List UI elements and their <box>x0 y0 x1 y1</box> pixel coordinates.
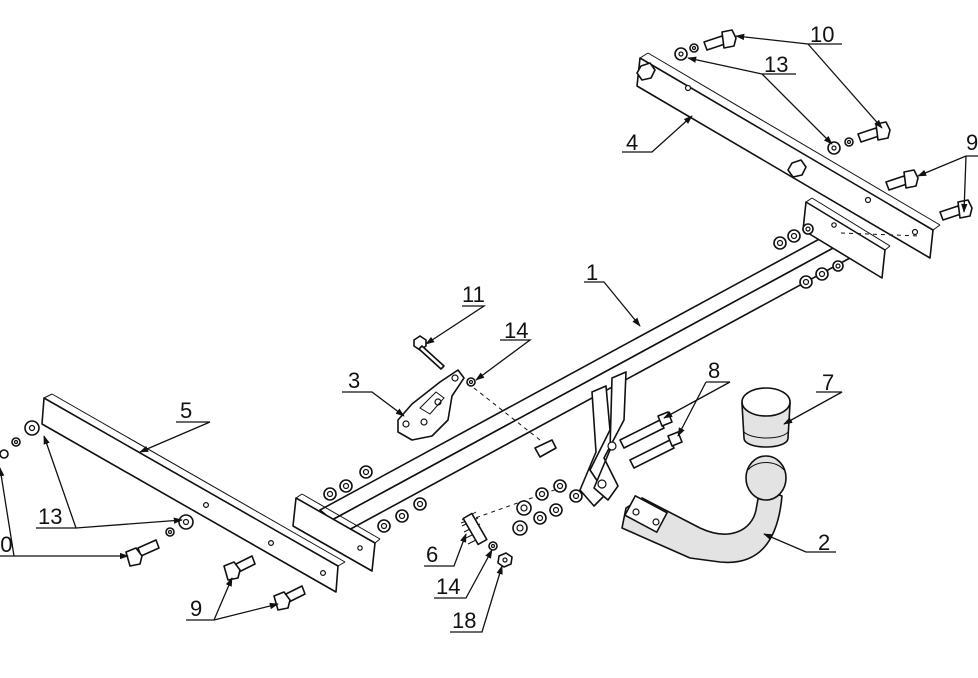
electrical-socket-plate <box>397 369 465 441</box>
socket-plate-washer <box>466 377 476 387</box>
callout-13-right: 13 <box>764 52 788 77</box>
callout-2: 2 <box>818 530 830 555</box>
callout-10-left: 10 <box>0 532 12 557</box>
callout-14-upper: 14 <box>504 318 528 343</box>
callout-1: 1 <box>586 260 598 285</box>
left-mounting-bracket <box>41 393 346 593</box>
callout-14-lower: 14 <box>436 574 460 599</box>
callout-11: 11 <box>462 282 485 307</box>
right-upper-bolt <box>674 29 737 61</box>
callout-7: 7 <box>822 370 834 395</box>
ball-mount-bracket <box>534 371 627 507</box>
ball-mount-bolts <box>619 411 683 469</box>
ball-cover-cap <box>741 387 791 448</box>
callout-5: 5 <box>180 398 192 423</box>
callout-18: 18 <box>452 608 476 633</box>
callout-8: 8 <box>708 358 720 383</box>
callout-labels: 10 13 4 9 1 11 14 3 8 7 5 13 10 2 6 14 9… <box>0 22 978 633</box>
mount-fasteners <box>512 479 583 536</box>
callout-10-right: 10 <box>810 22 834 47</box>
lower-washer <box>488 541 498 551</box>
callout-13-left: 13 <box>38 504 62 529</box>
beam-right-fasteners <box>773 223 844 289</box>
socket-plate-bolt <box>413 335 445 370</box>
lower-nut <box>497 552 513 568</box>
right-mounting-bracket <box>636 52 941 259</box>
callout-3: 3 <box>348 368 360 393</box>
right-mid-bolt <box>827 121 891 155</box>
callout-9-right: 9 <box>966 130 978 155</box>
left-upper-bolt <box>0 420 40 459</box>
callout-6: 6 <box>426 542 438 567</box>
leader-lines <box>0 33 978 633</box>
left-lower-bolt <box>125 514 194 567</box>
beam-left-end-plate <box>292 493 381 572</box>
callout-9-left: 9 <box>190 596 202 621</box>
tow-ball-neck <box>621 487 783 564</box>
beam-left-fasteners <box>323 465 427 533</box>
tow-ball <box>745 455 787 501</box>
callout-4: 4 <box>626 130 638 155</box>
spring <box>461 511 488 546</box>
